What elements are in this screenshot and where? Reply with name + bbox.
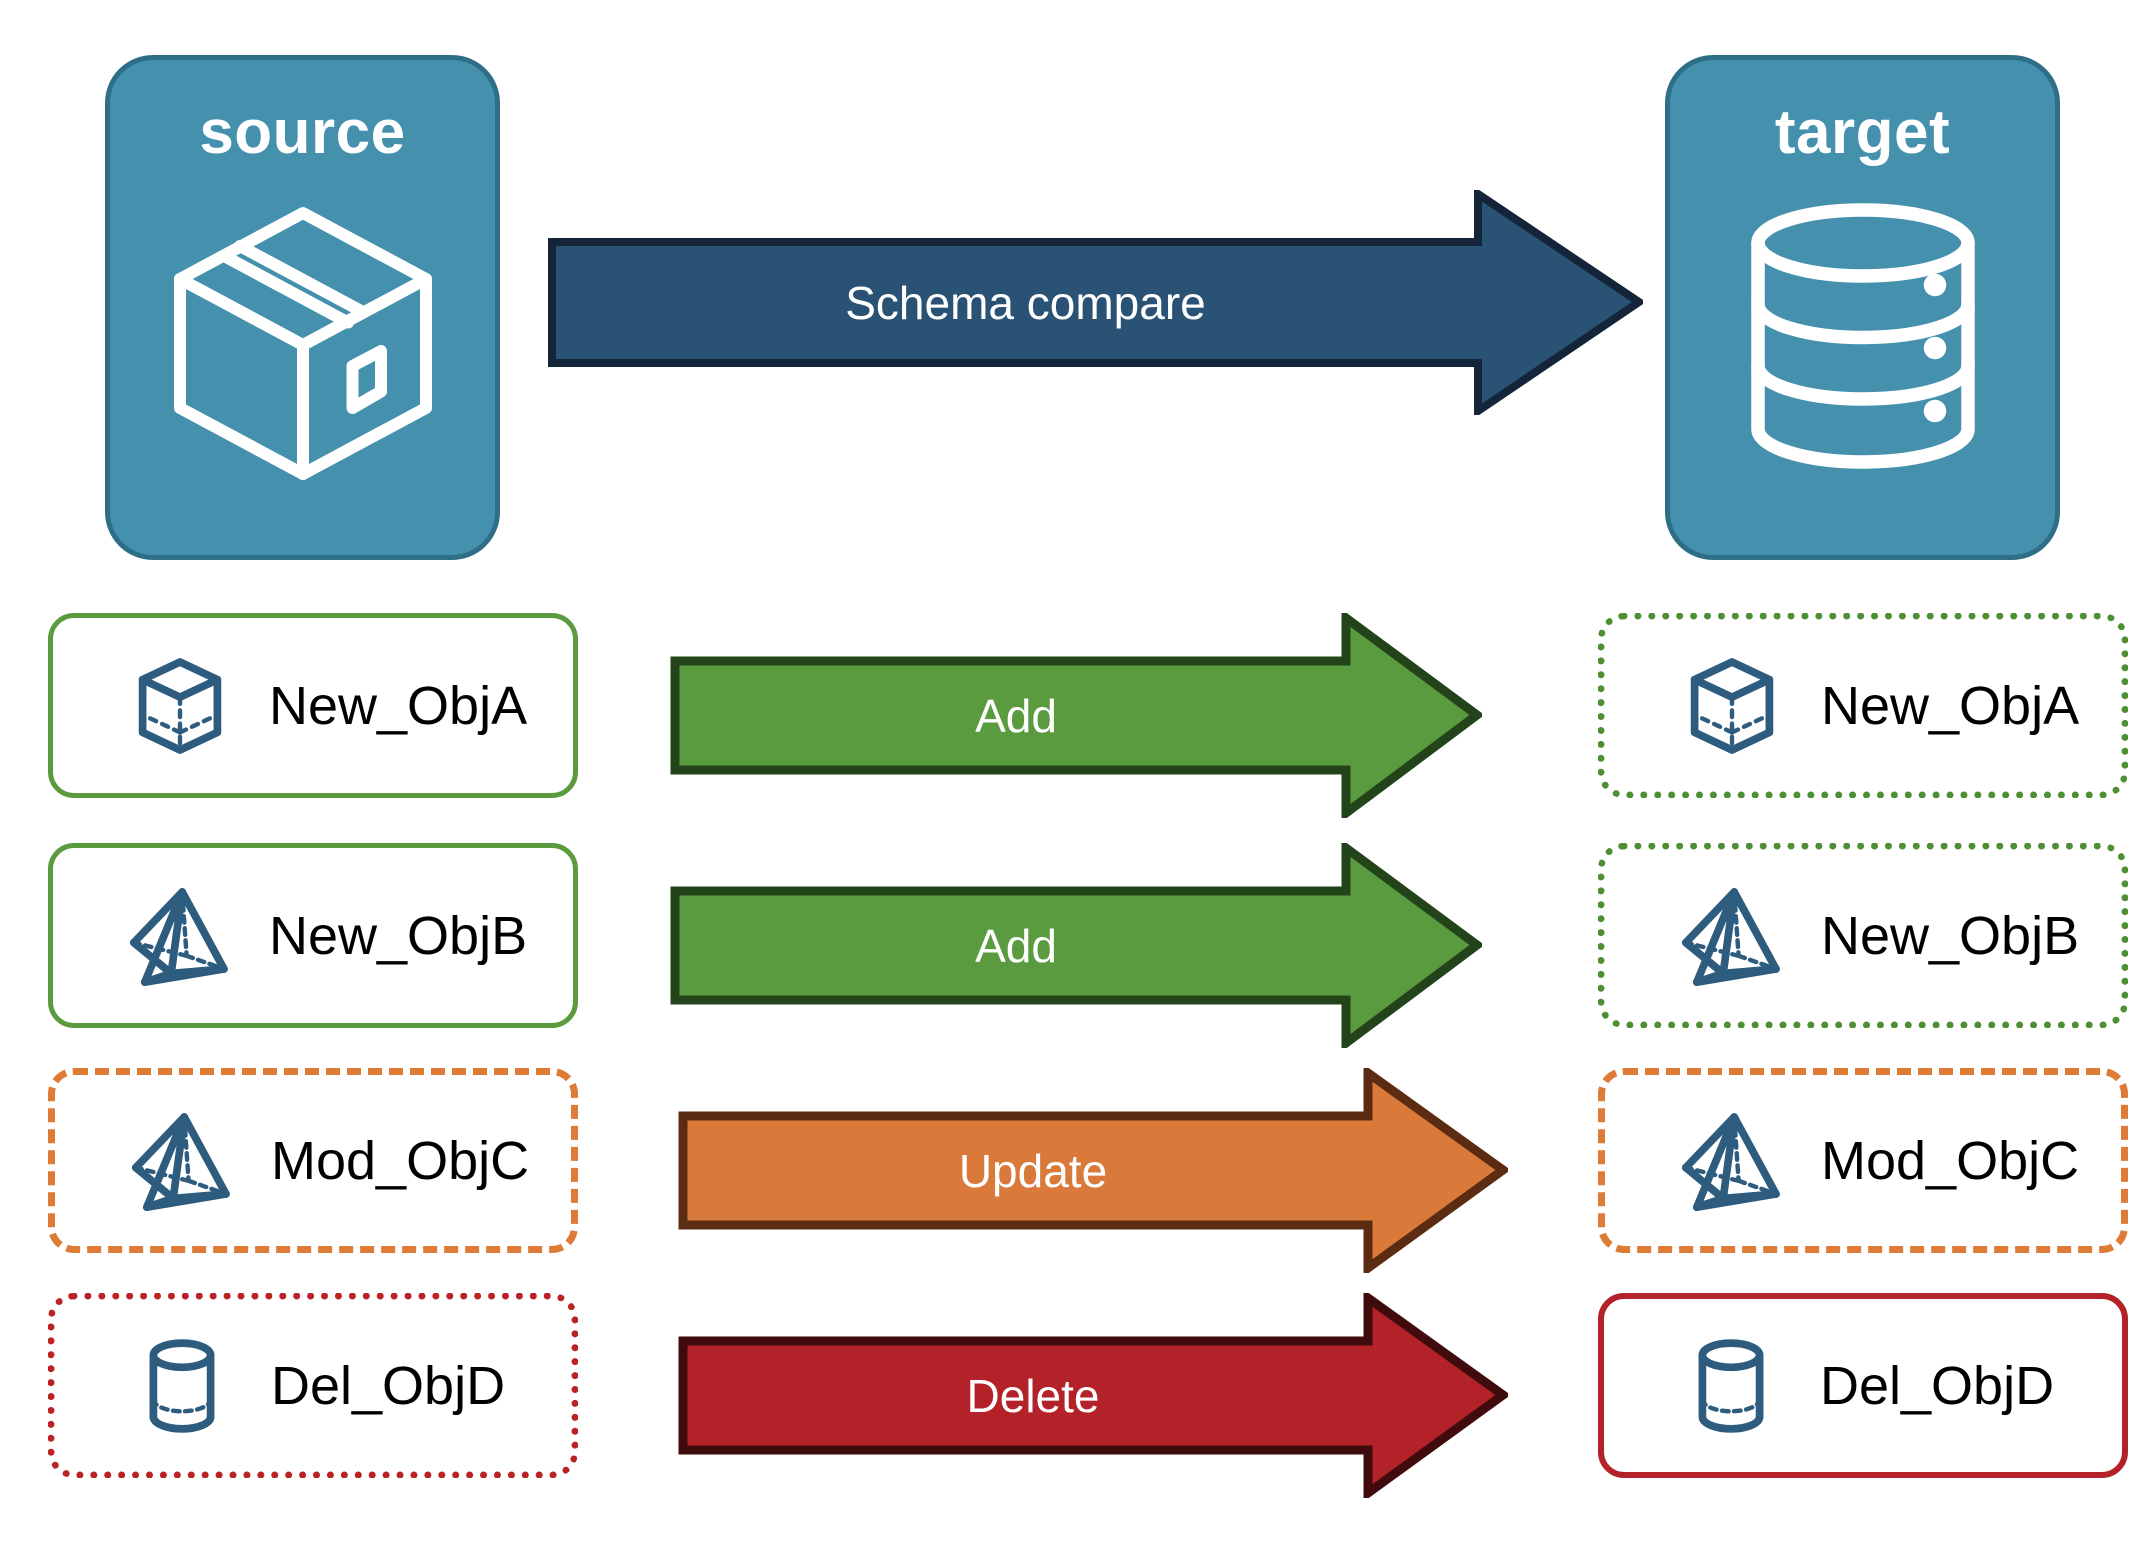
wireframe-cylinder-icon [127,1331,237,1441]
wireframe-cylinder-icon [1676,1331,1786,1441]
target-endpoint-card[interactable]: target [1665,55,2060,560]
schema-compare-arrow[interactable]: Schema compare [548,190,1643,415]
update-arrow[interactable]: Update [678,1068,1508,1273]
target-object-card[interactable]: New_ObjA [1598,613,2128,798]
package-box-icon [153,186,453,486]
wireframe-cube-icon [1677,651,1787,761]
source-object-card[interactable]: Mod_ObjC [48,1068,578,1253]
wireframe-pyramid-icon [125,881,235,991]
target-object-label: Mod_ObjC [1821,1130,2080,1191]
object-row: New_ObjA Add [0,613,2150,818]
target-object-label: Del_ObjD [1820,1355,2055,1416]
object-row: Mod_ObjC Update [0,1068,2150,1273]
database-cylinder-icon [1713,186,2013,486]
target-object-label: New_ObjB [1821,905,2080,966]
target-object-label: New_ObjA [1821,675,2080,736]
target-object-card[interactable]: Del_ObjD [1598,1293,2128,1478]
source-object-card[interactable]: New_ObjB [48,843,578,1028]
target-object-card[interactable]: New_ObjB [1598,843,2128,1028]
wireframe-cube-icon [125,651,235,761]
wireframe-pyramid-icon [1677,881,1787,991]
source-title: source [199,98,406,167]
target-object-card[interactable]: Mod_ObjC [1598,1068,2128,1253]
source-object-label: Mod_ObjC [271,1130,530,1191]
source-object-label: New_ObjA [269,675,528,736]
source-object-card[interactable]: Del_ObjD [48,1293,578,1478]
object-row: New_ObjB Add [0,843,2150,1048]
delete-arrow[interactable]: Delete [678,1293,1508,1498]
wireframe-pyramid-icon [1677,1106,1787,1216]
source-endpoint-card[interactable]: source [105,55,500,560]
add-arrow[interactable]: Add [670,613,1482,818]
source-object-card[interactable]: New_ObjA [48,613,578,798]
add-arrow[interactable]: Add [670,843,1482,1048]
wireframe-pyramid-icon [127,1106,237,1216]
source-object-label: Del_ObjD [271,1355,506,1416]
target-title: target [1774,98,1951,167]
object-row: Del_ObjD Delete Del_ObjD [0,1293,2150,1498]
source-object-label: New_ObjB [269,905,528,966]
